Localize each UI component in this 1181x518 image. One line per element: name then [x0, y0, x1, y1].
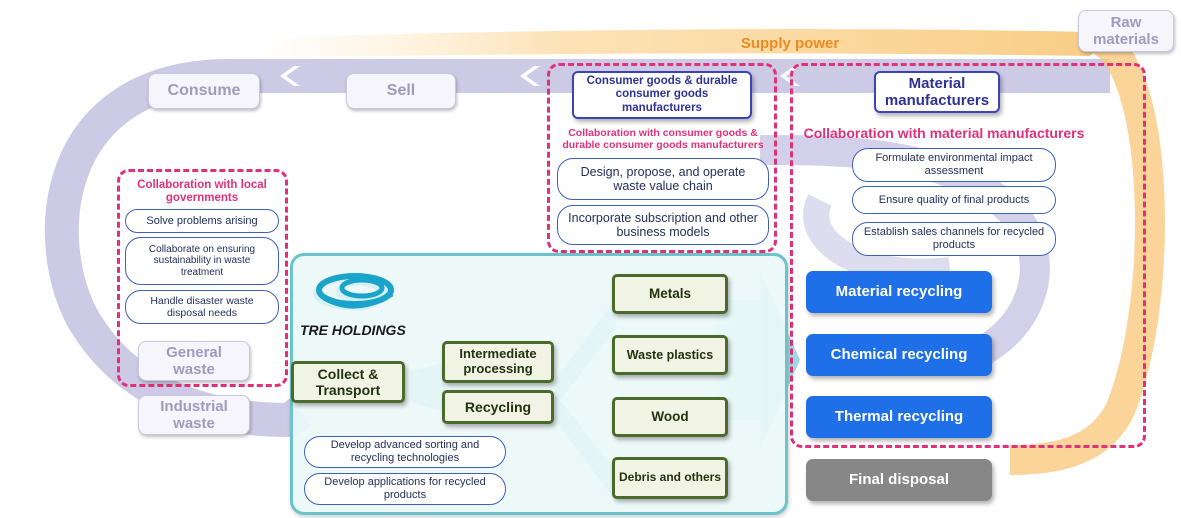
output-metals: Metals [612, 274, 728, 314]
local-government-dashed-region [117, 169, 288, 387]
material-manufacturers-box: Material manufacturers [874, 71, 1000, 113]
consumer-goods-item-1: Incorporate subscription and other busin… [557, 205, 769, 245]
raw-materials-box: Raw materials [1078, 10, 1174, 52]
chemical-recycling-button: Chemical recycling [806, 334, 992, 376]
material-item-0: Formulate environmental impact assessmen… [852, 148, 1056, 182]
consumer-goods-item-0: Design, propose, and operate waste value… [557, 158, 769, 200]
output-debris-and-others: Debris and others [612, 457, 728, 499]
tre-item-0: Develop advanced sorting and recycling t… [304, 436, 506, 468]
final-disposal-button: Final disposal [806, 459, 992, 501]
material-collab-heading: Collaboration with material manufacturer… [803, 125, 1085, 141]
local-gov-item-1: Collaborate on ensuring sustainability i… [125, 237, 279, 285]
local-gov-item-0: Solve problems arising [125, 209, 279, 233]
industrial-waste-box: Industrial waste [138, 395, 250, 435]
tre-logo-icon [316, 273, 394, 309]
sell-box: Sell [346, 73, 456, 109]
material-item-2: Establish sales channels for recycled pr… [852, 222, 1056, 256]
general-waste-box: General waste [138, 341, 250, 381]
material-item-1: Ensure quality of final products [852, 186, 1056, 214]
recycling-box: Recycling [442, 390, 554, 424]
raw-material-arrow [1009, 26, 1165, 475]
consumer-goods-dashed-region [547, 63, 777, 253]
material-recycling-button: Material recycling [806, 271, 992, 313]
tre-holdings-logo-text: TRE HOLDINGS [300, 321, 406, 338]
local-gov-collab-heading: Collaboration with local governments [137, 179, 267, 205]
consumer-goods-manufacturers-box: Consumer goods & durable consumer goods … [572, 71, 752, 119]
collect-transport-box: Collect & Transport [291, 361, 405, 403]
supply-power-label: Supply power [740, 35, 840, 53]
thermal-recycling-button: Thermal recycling [806, 396, 992, 438]
consumer-goods-collab-heading: Collaboration with consumer goods & dura… [562, 127, 764, 152]
supply-power-arrow [260, 28, 1120, 58]
intermediate-processing-box: Intermediate processing [442, 341, 554, 383]
tre-item-1: Develop applications for recycled produc… [304, 473, 506, 505]
output-wood: Wood [612, 397, 728, 437]
consume-box: Consume [148, 73, 260, 109]
output-waste-plastics: Waste plastics [612, 335, 728, 375]
material-manufacturers-dashed-region [790, 63, 1146, 448]
local-gov-item-2: Handle disaster waste disposal needs [125, 290, 279, 324]
